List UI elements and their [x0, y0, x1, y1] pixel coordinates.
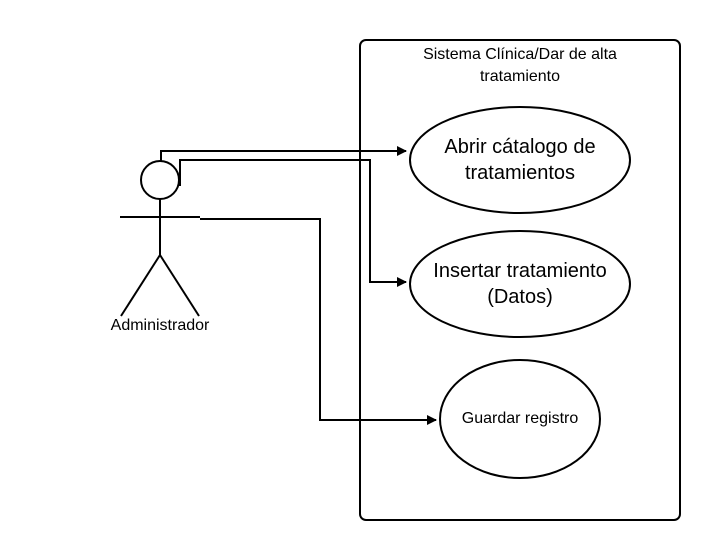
- usecase-guardar-registro[interactable]: [439, 359, 601, 479]
- actor-right-leg: [159, 254, 200, 317]
- actor-left-leg: [120, 254, 161, 317]
- connector-abrir-catalogo: [160, 146, 407, 162]
- actor-head: [140, 160, 180, 200]
- usecase-insertar-tratamiento[interactable]: [409, 230, 631, 338]
- connector-insertar-tratamiento: [179, 159, 407, 287]
- usecase-label-abrir-catalogo: Abrir cátalogo de tratamientos: [444, 136, 596, 184]
- usecase-abrir-catalogo[interactable]: [409, 106, 631, 214]
- actor-figure[interactable]: [120, 160, 200, 317]
- usecase-label-insertar-tratamiento: Insertar tratamiento (Datos): [433, 260, 607, 308]
- connector-guardar-registro: [200, 218, 437, 425]
- actor-name: Administrador: [110, 317, 210, 334]
- usecase-label-guardar-registro: Guardar registro: [461, 410, 579, 427]
- system-title: Sistema Clínica/Dar de alta tratamiento: [423, 46, 617, 85]
